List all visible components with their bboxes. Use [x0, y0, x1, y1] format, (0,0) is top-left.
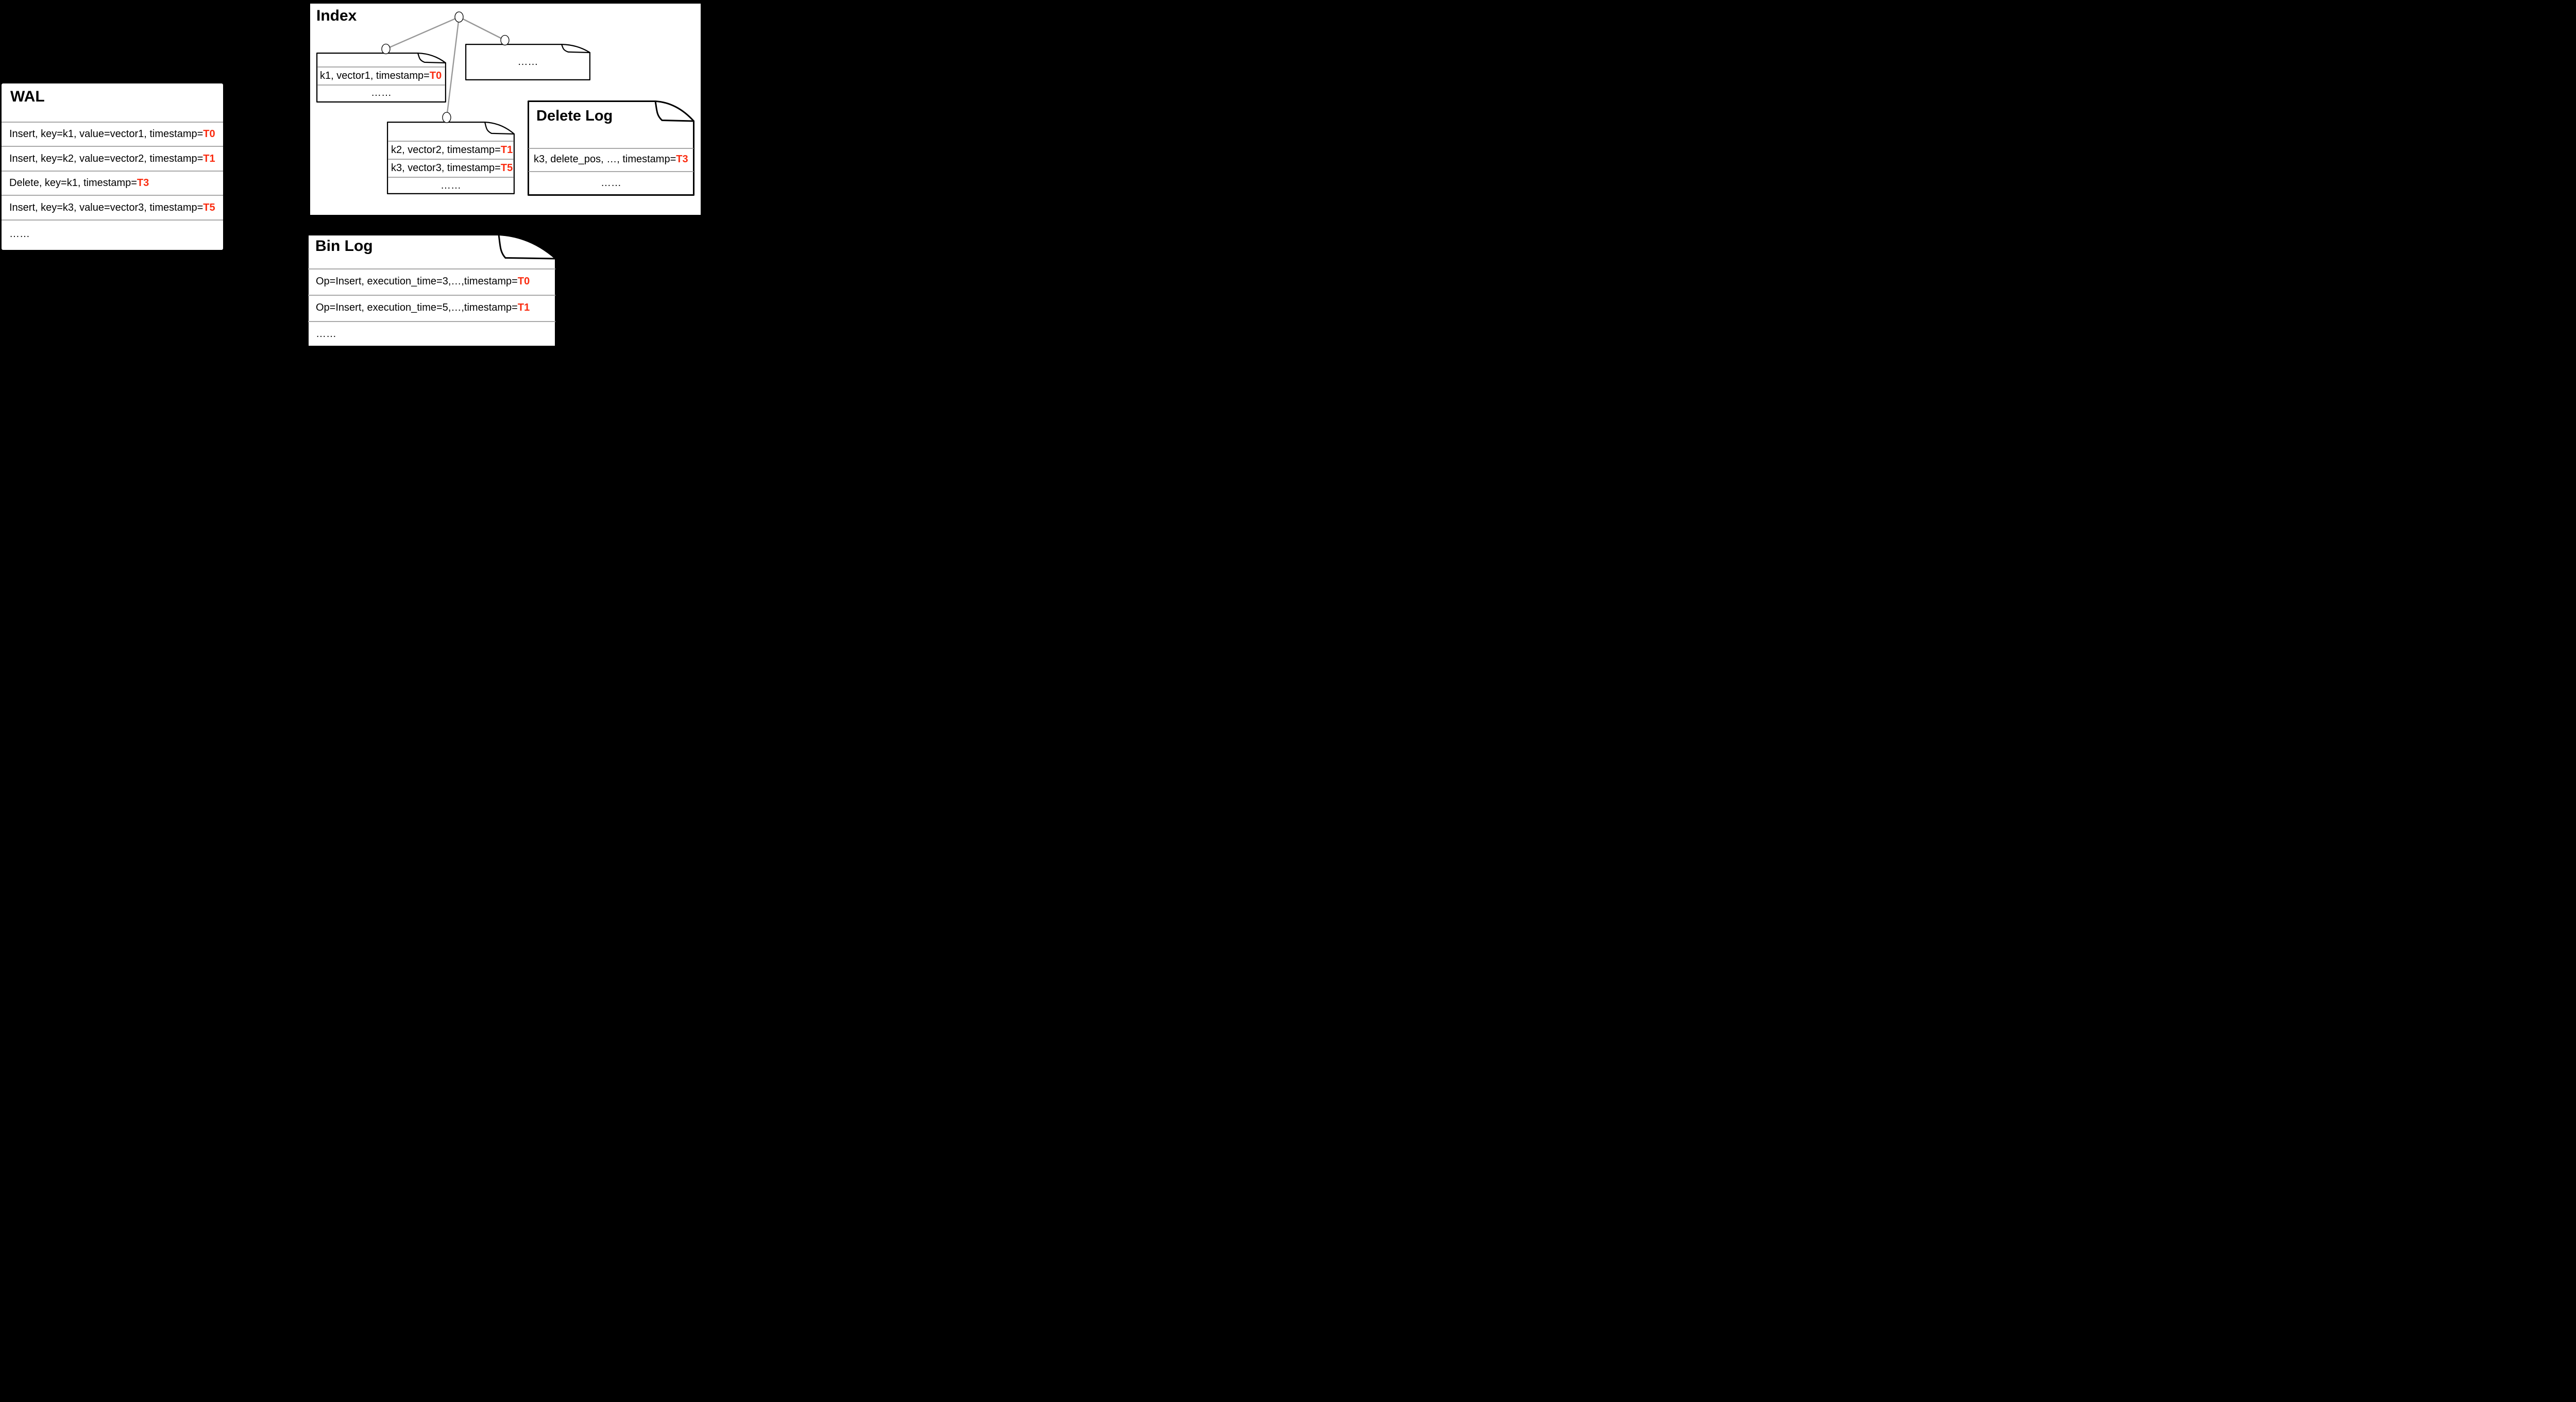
segment-doc-more: …… — [465, 44, 590, 80]
timestamp-value: T0 — [517, 276, 530, 287]
timestamp-value: T1 — [517, 302, 530, 313]
segment-row-text: …… — [371, 87, 392, 98]
bin-log-doc: Bin Log Op=Insert, execution_time=3,…,ti… — [307, 234, 556, 347]
timestamp-value: T5 — [203, 201, 215, 213]
row-divider — [2, 195, 223, 196]
index-panel: Index k1, vector1, timestamp=T0 …… …… k2… — [310, 4, 701, 215]
wal-row-text: Insert, key=k1, value=vector1, timestamp… — [9, 128, 204, 140]
row-divider — [308, 295, 555, 296]
delete-log-doc: Delete Log k3, delete_pos, …, timestamp=… — [528, 100, 694, 196]
delete-log-row-text: …… — [601, 177, 621, 189]
tree-node-icon — [442, 112, 451, 123]
row-divider — [529, 148, 693, 149]
wal-panel: WAL Insert, key=k1, value=vector1, times… — [2, 83, 223, 250]
bin-log-row-text: Op=Insert, execution_time=3,…,timestamp= — [316, 276, 518, 287]
row-divider — [308, 268, 555, 269]
timestamp-value: T1 — [500, 144, 513, 156]
wal-row-text: …… — [9, 228, 30, 240]
row-divider — [308, 321, 555, 322]
diagram-canvas: WAL Insert, key=k1, value=vector1, times… — [0, 0, 704, 350]
timestamp-value: T3 — [676, 154, 688, 165]
row-divider — [529, 171, 693, 172]
timestamp-value: T0 — [203, 128, 215, 140]
bin-log-row: …… — [307, 322, 556, 346]
tree-edge — [385, 16, 460, 50]
bin-log-row-text: Op=Insert, execution_time=5,…,timestamp= — [316, 302, 518, 313]
page-fold-icon — [654, 100, 694, 122]
timestamp-value: T0 — [429, 70, 442, 81]
segment-doc-k2k3: k2, vector2, timestamp=T1 k3, vector3, t… — [387, 122, 515, 194]
page-fold-icon — [417, 53, 446, 64]
segment-row: k1, vector1, timestamp=T0 — [316, 67, 446, 85]
row-divider — [388, 177, 514, 178]
segment-row-text: k2, vector2, timestamp= — [391, 144, 501, 156]
page-fold-icon — [498, 234, 556, 260]
segment-row: …… — [316, 85, 446, 102]
row-divider — [388, 159, 514, 160]
timestamp-value: T5 — [500, 162, 513, 174]
row-divider — [317, 66, 445, 67]
segment-row: …… — [387, 177, 515, 194]
delete-log-row-text: k3, delete_pos, …, timestamp= — [534, 154, 676, 165]
index-title: Index — [316, 7, 357, 24]
row-divider — [2, 146, 223, 147]
wal-row-text: Insert, key=k3, value=vector3, timestamp… — [9, 201, 204, 213]
wal-row: Insert, key=k2, value=vector2, timestamp… — [2, 147, 223, 171]
wal-title: WAL — [10, 88, 45, 105]
segment-row: k2, vector2, timestamp=T1 — [387, 141, 515, 159]
tree-root-node-icon — [454, 11, 464, 23]
wal-row-text: Insert, key=k2, value=vector2, timestamp… — [9, 153, 204, 164]
row-divider — [2, 122, 223, 123]
wal-row-text: Delete, key=k1, timestamp= — [9, 177, 137, 189]
bin-log-row: Op=Insert, execution_time=5,…,timestamp=… — [307, 295, 556, 320]
segment-row: …… — [465, 44, 590, 80]
row-divider — [317, 85, 445, 86]
row-divider — [2, 171, 223, 172]
segment-row-text: …… — [517, 56, 538, 67]
segment-row: k3, vector3, timestamp=T5 — [387, 159, 515, 177]
wal-row: …… — [2, 221, 223, 247]
wal-row: Insert, key=k3, value=vector3, timestamp… — [2, 196, 223, 219]
timestamp-value: T1 — [203, 153, 215, 164]
delete-log-title: Delete Log — [536, 108, 613, 124]
wal-row: Delete, key=k1, timestamp=T3 — [2, 172, 223, 195]
wal-row: Insert, key=k1, value=vector1, timestamp… — [2, 123, 223, 146]
segment-row-text: …… — [440, 179, 461, 191]
row-divider — [388, 141, 514, 142]
page-fold-icon — [561, 44, 590, 54]
bin-log-row-text: …… — [316, 328, 336, 340]
tree-edge — [459, 16, 505, 41]
page-fold-icon — [484, 122, 515, 135]
segment-row-text: k3, vector3, timestamp= — [391, 162, 501, 174]
tree-edge — [446, 16, 460, 118]
bin-log-title: Bin Log — [315, 238, 373, 255]
delete-log-row: …… — [528, 172, 694, 195]
timestamp-value: T3 — [137, 177, 149, 189]
segment-doc-k1: k1, vector1, timestamp=T0 …… — [316, 53, 446, 103]
segment-row-text: k1, vector1, timestamp= — [320, 70, 430, 81]
row-divider — [2, 219, 223, 221]
bin-log-row: Op=Insert, execution_time=3,…,timestamp=… — [307, 269, 556, 294]
delete-log-row: k3, delete_pos, …, timestamp=T3 — [528, 148, 694, 171]
